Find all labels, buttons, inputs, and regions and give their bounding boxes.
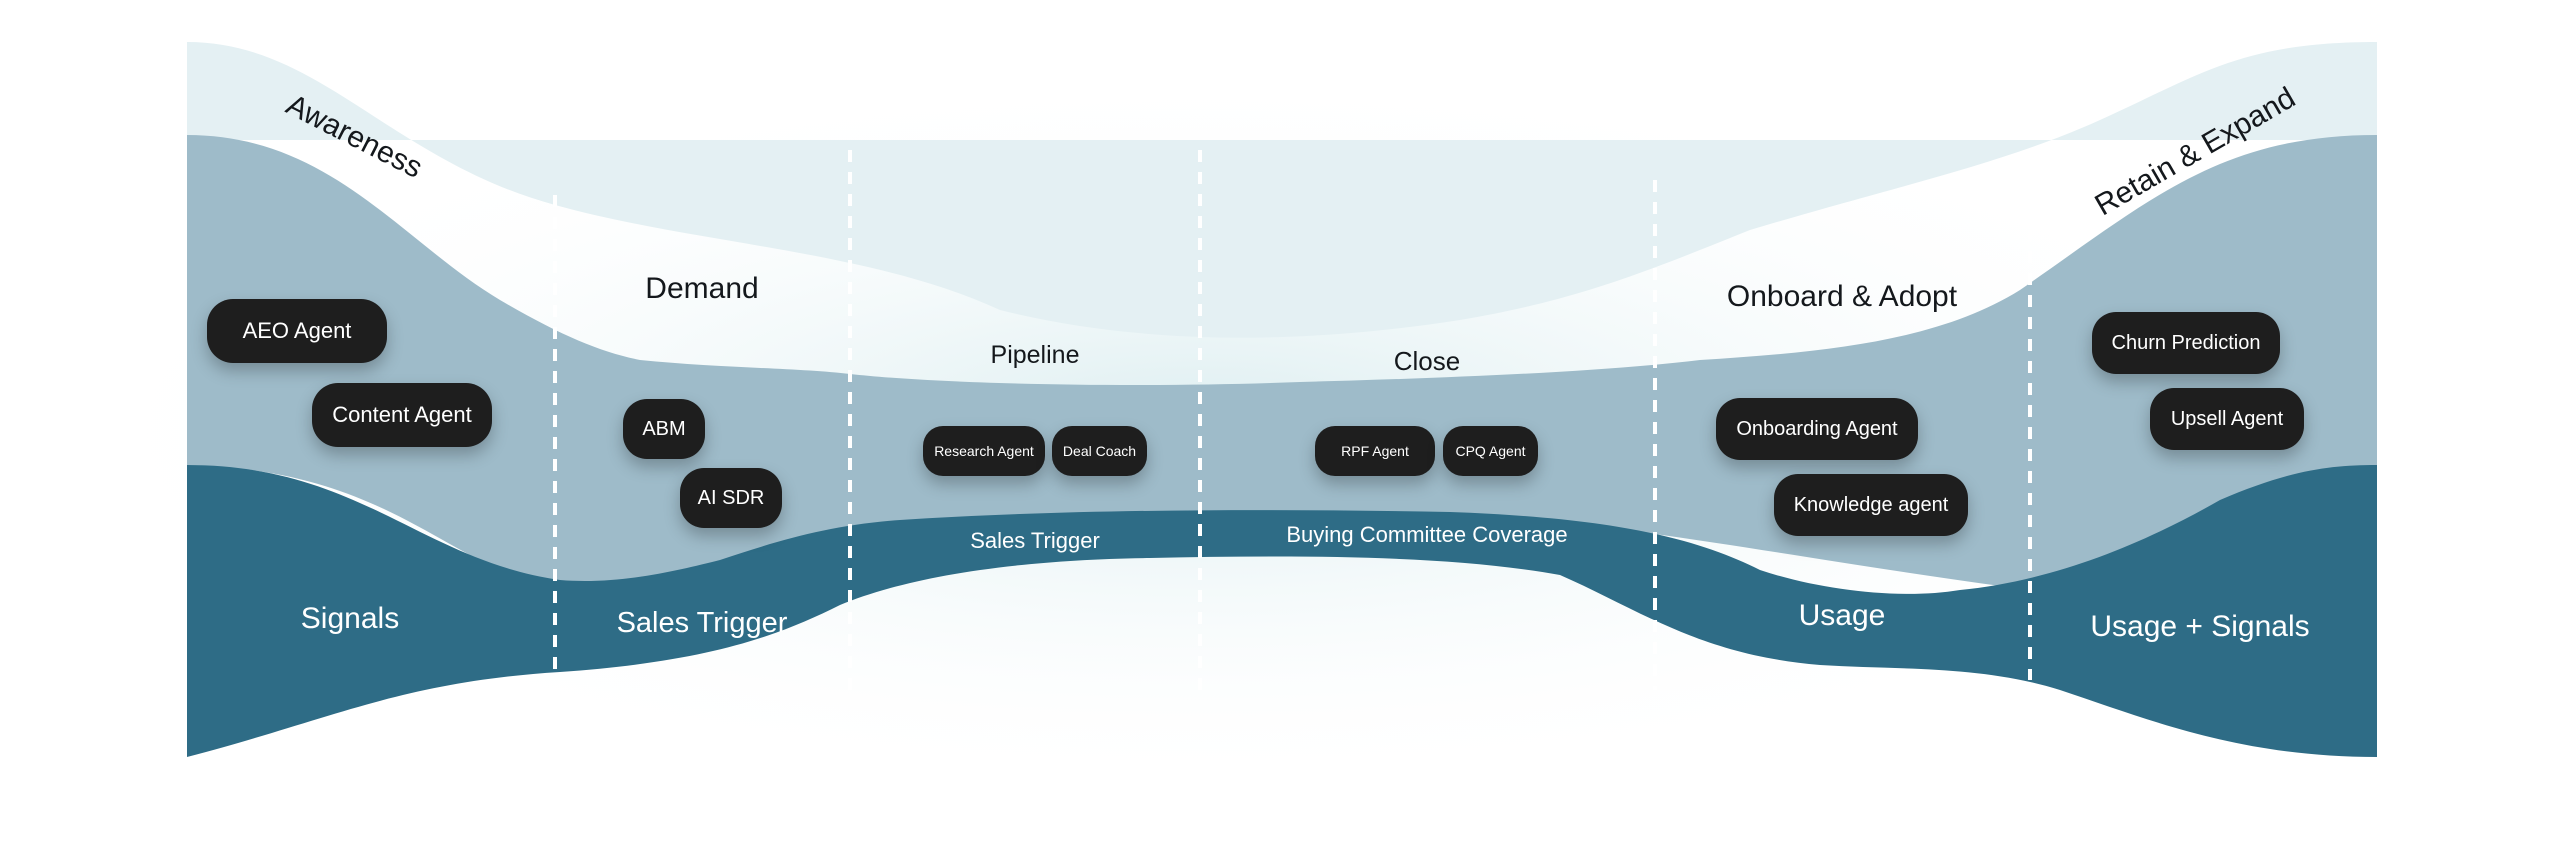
abm-pill[interactable]: ABM xyxy=(623,399,705,459)
stage-pipeline: Pipeline xyxy=(991,341,1080,369)
label-buying-committee: Buying Committee Coverage xyxy=(1286,522,1567,547)
research-agent-pill[interactable]: Research Agent xyxy=(923,426,1045,476)
awareness-band xyxy=(187,42,2377,338)
label-signals: Signals xyxy=(301,602,399,635)
stage-retain: Retain & Expand xyxy=(2090,81,2301,222)
upsell-agent-pill[interactable]: Upsell Agent xyxy=(2150,388,2304,450)
churn-prediction-pill[interactable]: Churn Prediction xyxy=(2092,312,2280,374)
stage-close: Close xyxy=(1394,346,1460,376)
rpf-agent-pill[interactable]: RPF Agent xyxy=(1315,426,1435,476)
stage-demand: Demand xyxy=(645,272,758,305)
onboarding-agent-pill[interactable]: Onboarding Agent xyxy=(1716,398,1918,460)
label-usage-signals: Usage + Signals xyxy=(2090,610,2309,643)
cpq-agent-pill[interactable]: CPQ Agent xyxy=(1443,426,1538,476)
signals-band xyxy=(187,465,2377,757)
knowledge-agent-pill[interactable]: Knowledge agent xyxy=(1774,474,1968,536)
ai-sdr-pill[interactable]: AI SDR xyxy=(680,468,782,528)
label-usage: Usage xyxy=(1799,599,1886,632)
content-agent-pill[interactable]: Content Agent xyxy=(312,383,492,447)
stage-awareness: Awareness xyxy=(281,88,428,185)
label-sales-trigger-pipeline: Sales Trigger xyxy=(970,528,1100,553)
stage-onboard: Onboard & Adopt xyxy=(1727,280,1958,313)
label-sales-trigger-demand: Sales Trigger xyxy=(617,607,788,639)
aeo-agent-pill[interactable]: AEO Agent xyxy=(207,299,387,363)
deal-coach-pill[interactable]: Deal Coach xyxy=(1052,426,1147,476)
